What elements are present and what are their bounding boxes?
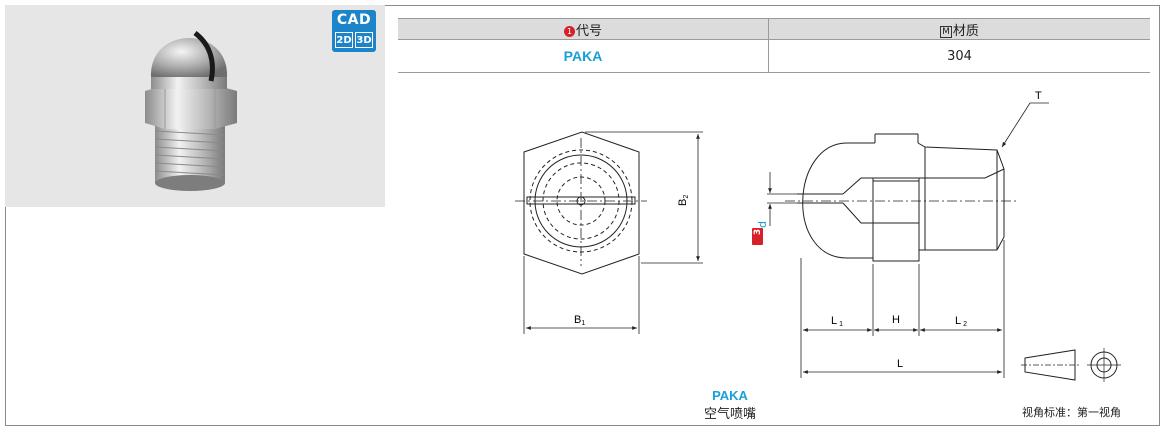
dimension-b1-label: B1 bbox=[574, 314, 585, 327]
side-view-nozzle bbox=[785, 133, 1017, 262]
dimension-h-label: H bbox=[892, 314, 900, 326]
nozzle-photo-illustration bbox=[145, 31, 237, 191]
dimension-b1 bbox=[523, 256, 640, 334]
dimension-d bbox=[767, 172, 797, 226]
technical-drawing: B2 B1 3 d bbox=[515, 90, 1121, 382]
dimension-b2 bbox=[585, 131, 703, 264]
projection-standard-label: 视角标准：第一视角 bbox=[1022, 406, 1121, 419]
product-photo bbox=[5, 5, 385, 207]
code-cell: PAKA bbox=[398, 39, 769, 73]
dimension-d-badge-number: 3 bbox=[753, 229, 763, 235]
first-angle-projection-symbol bbox=[1021, 348, 1121, 382]
dimension-l1-h-l2 bbox=[800, 240, 1005, 378]
caption-code: PAKA bbox=[712, 388, 748, 403]
dimension-d-label: d bbox=[756, 221, 769, 228]
dimension-t-label: T bbox=[1035, 90, 1042, 102]
material-cell: 304 bbox=[768, 39, 1150, 73]
cad-label: CAD bbox=[336, 12, 372, 28]
dimension-b2-label: B2 bbox=[677, 195, 690, 206]
dimension-l-label: L bbox=[897, 358, 903, 370]
cad-2d-button[interactable]: 2D bbox=[335, 32, 353, 48]
material-badge: M bbox=[940, 25, 952, 38]
spec-row: PAKA 304 bbox=[398, 39, 1150, 73]
cad-3d-button[interactable]: 3D bbox=[355, 32, 373, 48]
caption-name: 空气喷嘴 bbox=[703, 407, 756, 422]
code-number-badge: 1 bbox=[563, 25, 575, 37]
cad-download-badge[interactable]: CAD 2D 3D bbox=[332, 10, 376, 52]
dimension-d-badge bbox=[752, 228, 763, 245]
code-header-label: 代号 bbox=[575, 23, 602, 39]
code-value: PAKA bbox=[563, 47, 603, 64]
material-header-label: 材质 bbox=[952, 23, 979, 39]
dimension-t-leader bbox=[1001, 102, 1049, 148]
front-view-hex bbox=[515, 131, 647, 275]
